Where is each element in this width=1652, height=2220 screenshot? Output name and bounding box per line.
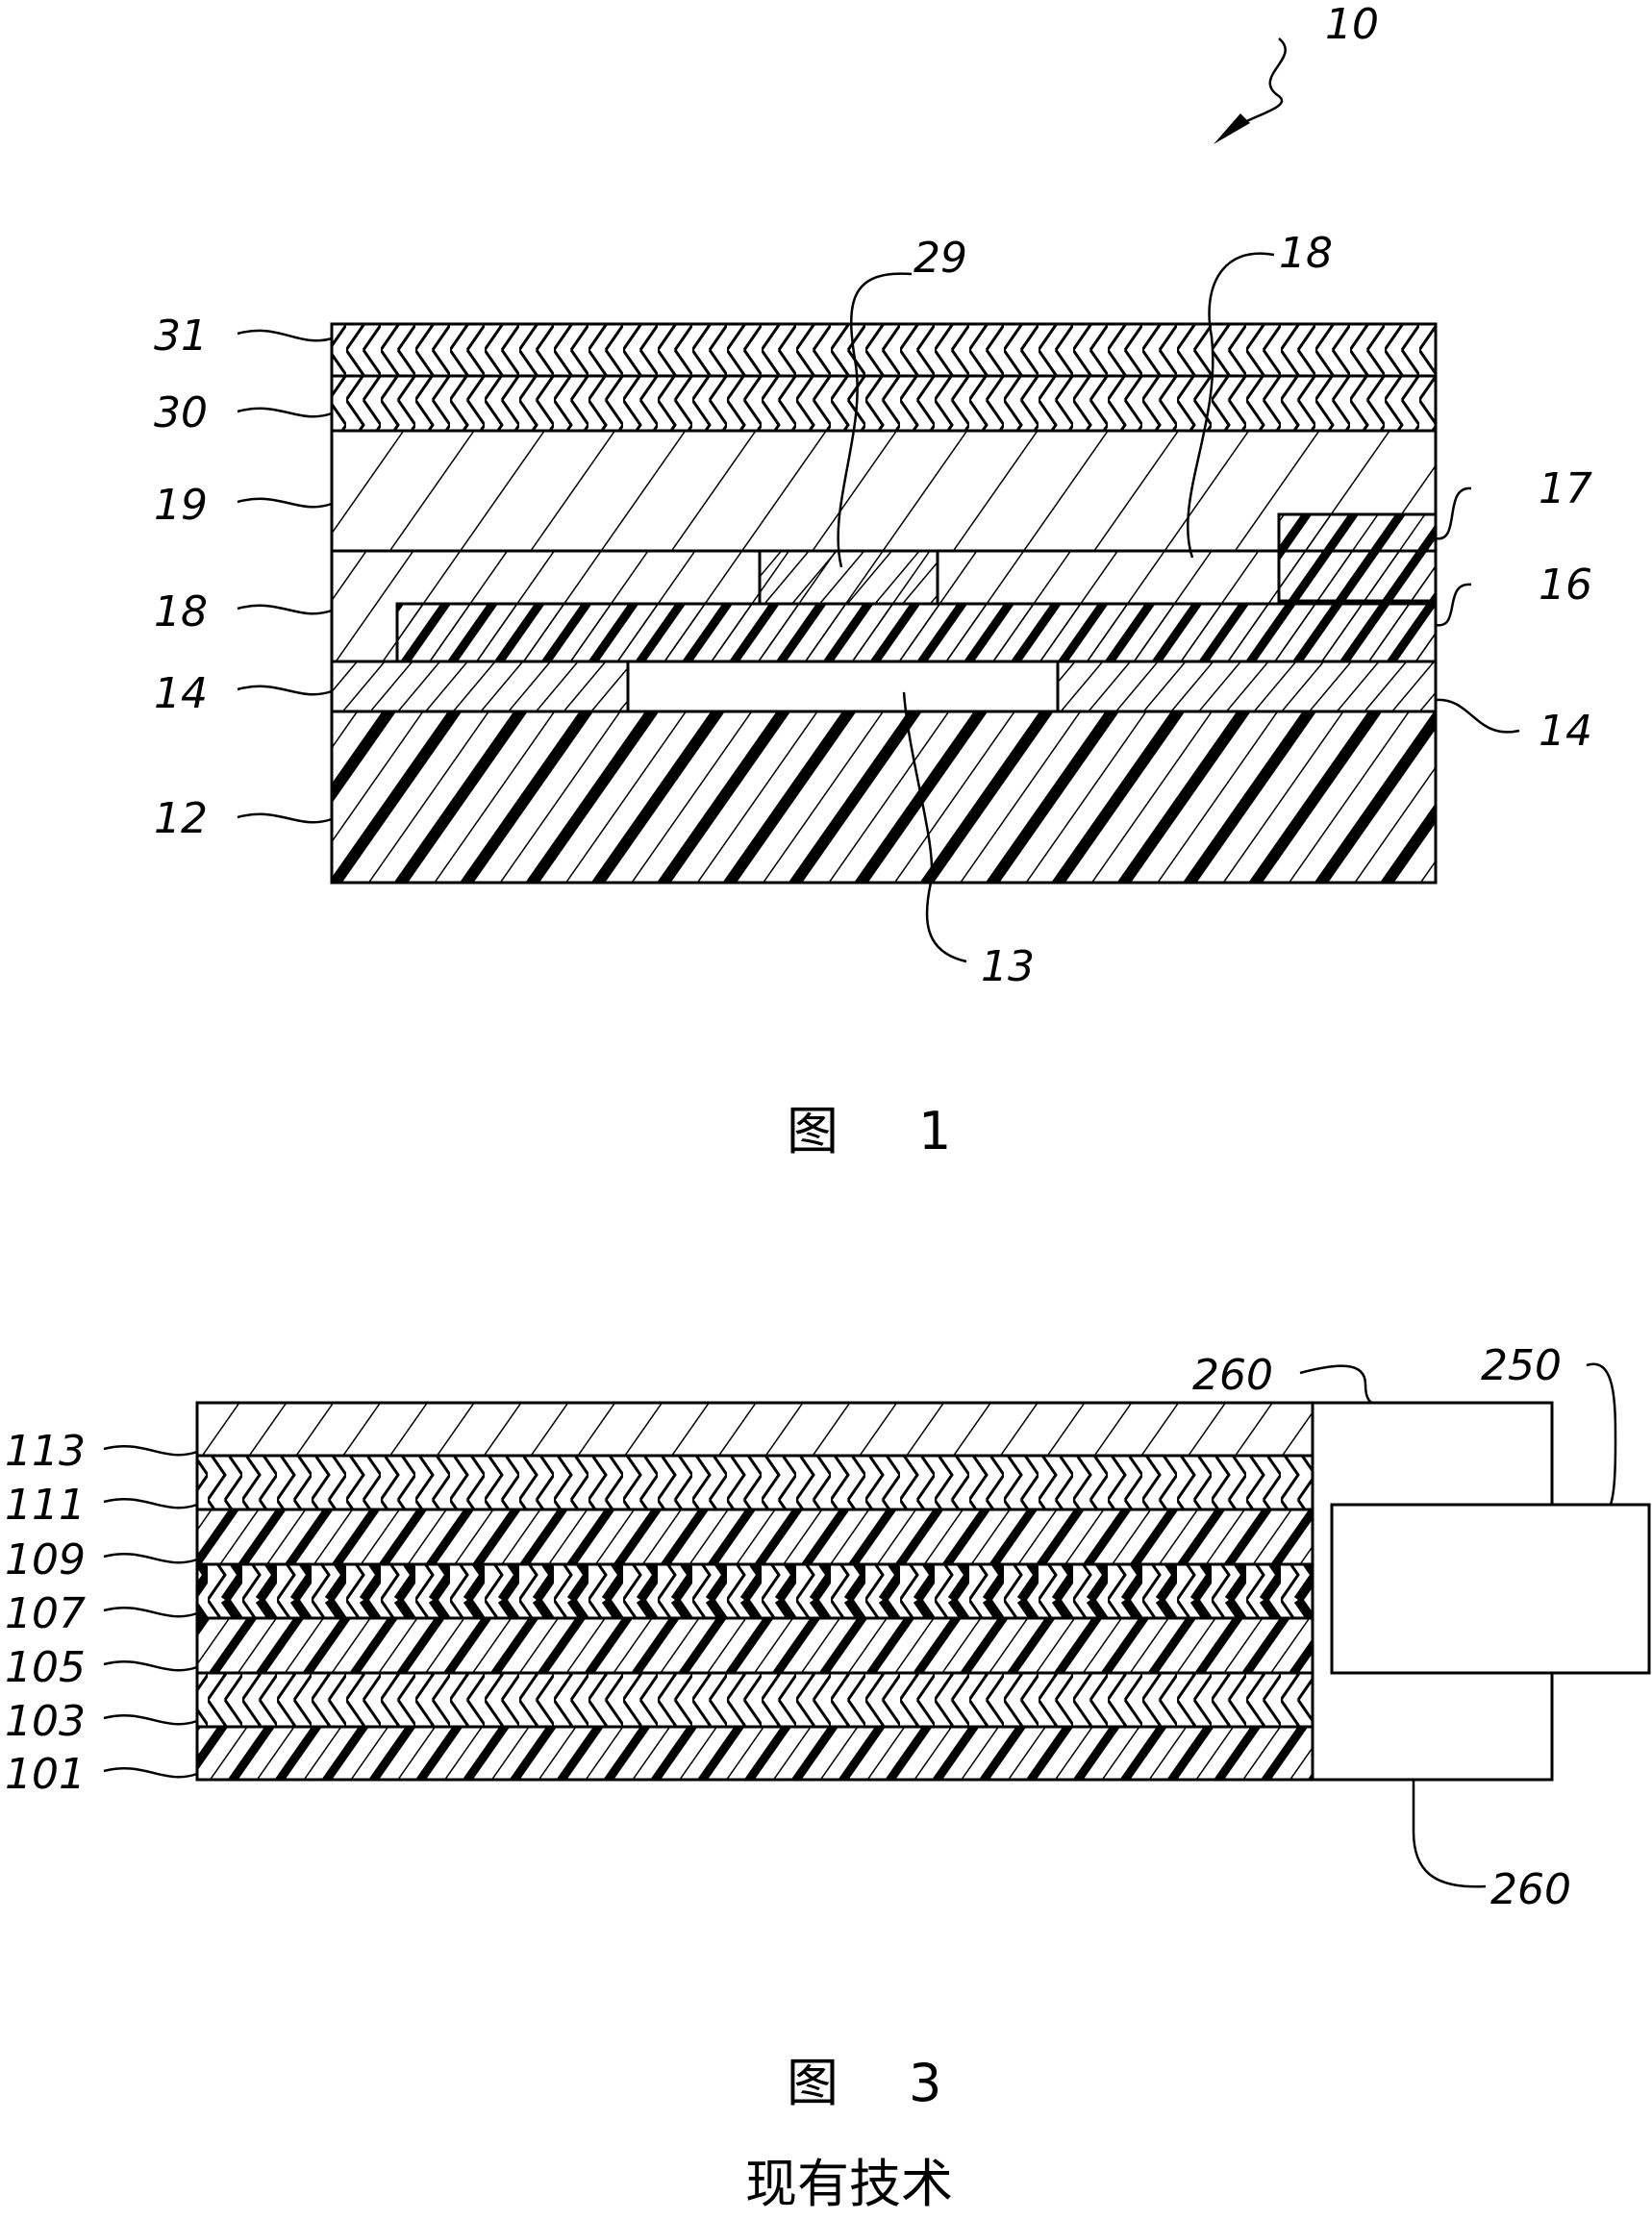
- figure-3-subcaption: 现有技术: [745, 2154, 953, 2214]
- leader-12: [238, 814, 332, 822]
- layer-12: [332, 711, 1436, 883]
- layer-19: [332, 431, 1436, 551]
- leader-16: [1436, 585, 1471, 625]
- layer-31: [332, 324, 1436, 376]
- leader-109: [104, 1554, 197, 1562]
- label-109: 109: [5, 1535, 86, 1584]
- leader-111: [104, 1499, 197, 1508]
- label-14-left: 14: [154, 669, 208, 718]
- figure-1: 10 31 30: [154, 0, 1592, 1161]
- layer-14-left: [332, 661, 628, 711]
- leader-250: [1587, 1364, 1615, 1505]
- layer-29: [760, 551, 938, 604]
- label-31: 31: [154, 312, 208, 361]
- label-105: 105: [5, 1643, 86, 1692]
- arrow-icon: [1226, 38, 1286, 133]
- figure-3: 113 111 109 107 105 103 101 260 250 260 …: [5, 1341, 1649, 2214]
- wire-260-bottom: [1313, 1673, 1552, 1780]
- layer-14-right: [1058, 661, 1436, 711]
- label-29: 29: [914, 234, 967, 283]
- leader-103: [104, 1715, 197, 1724]
- leader-260-bottom: [1414, 1780, 1486, 1886]
- layer-103: [197, 1673, 1313, 1727]
- label-17: 17: [1539, 464, 1592, 513]
- label-10: 10: [1325, 0, 1379, 49]
- leader-30: [238, 409, 332, 416]
- label-113: 113: [5, 1427, 86, 1476]
- figure-1-caption-char: 图: [787, 1101, 839, 1161]
- label-12: 12: [154, 794, 208, 843]
- leader-19: [238, 499, 332, 507]
- figure-3-caption-num: 3: [909, 2053, 941, 2113]
- box-250: [1332, 1505, 1649, 1673]
- leader-31: [238, 331, 332, 340]
- leader-260-top: [1300, 1366, 1375, 1403]
- label-103: 103: [5, 1697, 86, 1746]
- layer-109: [197, 1509, 1313, 1564]
- leader-17: [1436, 488, 1471, 538]
- wire-260-top: [1313, 1403, 1552, 1505]
- leader-105: [104, 1661, 197, 1670]
- leader-14b: [1436, 700, 1519, 733]
- figure-3-caption-char: 图: [787, 2053, 839, 2113]
- label-14-right: 14: [1539, 707, 1592, 756]
- layer-16: [397, 604, 1436, 661]
- label-260-bottom: 260: [1490, 1865, 1571, 1914]
- layer-30: [332, 376, 1436, 431]
- label-250: 250: [1481, 1341, 1562, 1390]
- label-260-top: 260: [1192, 1351, 1273, 1400]
- label-18-left: 18: [154, 587, 208, 636]
- layer-17: [1279, 514, 1436, 601]
- leader-113: [104, 1446, 197, 1455]
- label-111: 111: [5, 1481, 86, 1530]
- label-13: 13: [981, 942, 1035, 991]
- label-16: 16: [1539, 561, 1592, 610]
- layer-113: [197, 1403, 1313, 1456]
- layer-101: [197, 1727, 1313, 1780]
- leader-101: [104, 1768, 197, 1777]
- arrow-head: [1214, 113, 1250, 144]
- layer-111: [197, 1456, 1313, 1509]
- leader-18a: [238, 606, 332, 613]
- label-107: 107: [5, 1589, 86, 1638]
- figure-1-caption-num: 1: [918, 1101, 951, 1161]
- layer-107: [197, 1564, 1313, 1618]
- label-30: 30: [154, 388, 208, 437]
- leader-14a: [238, 686, 332, 694]
- layer-105: [197, 1618, 1313, 1673]
- label-18-top: 18: [1279, 229, 1333, 278]
- label-101: 101: [5, 1750, 86, 1799]
- label-19: 19: [154, 481, 208, 530]
- gap-13: [628, 661, 1058, 711]
- leader-107: [104, 1608, 197, 1616]
